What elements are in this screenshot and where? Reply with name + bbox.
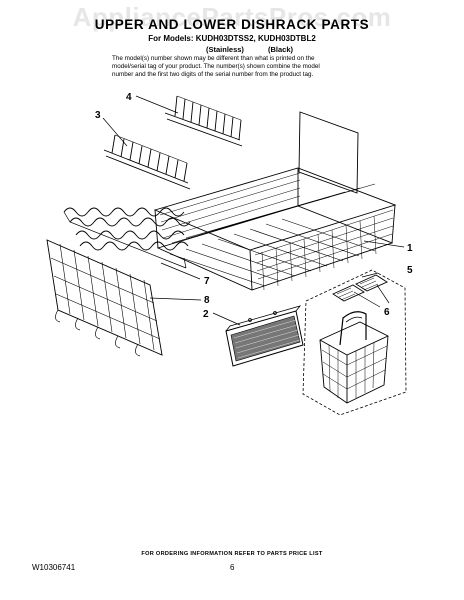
upper-tine-row <box>164 95 243 147</box>
upper-tine-row <box>103 134 191 190</box>
basket-lid <box>332 284 365 302</box>
watermark-logo: AppliancePartsPros.com <box>72 2 392 32</box>
variant-stainless: (Stainless) <box>206 45 244 54</box>
cover-panel <box>225 305 304 367</box>
callout-4: 4 <box>126 92 132 103</box>
callout-8: 8 <box>204 295 210 306</box>
model-list: For Models: KUDH03DTSS2, KUDH03DTBL2 <box>148 34 316 43</box>
callout-6: 6 <box>384 307 390 318</box>
upper-rack <box>153 111 397 291</box>
silverware-basket <box>302 269 407 416</box>
basket-lid <box>355 274 388 292</box>
note-line: The model(s) number shown may be differe… <box>112 55 315 62</box>
page-title: UPPER AND LOWER DISHRACK PARTS <box>94 17 370 32</box>
callout-3: 3 <box>95 110 101 121</box>
callout-7: 7 <box>204 276 210 287</box>
document-number: W10306741 <box>32 563 76 572</box>
lower-side-rack <box>46 239 163 357</box>
page-number: 6 <box>230 563 235 572</box>
variant-black: (Black) <box>268 45 294 54</box>
leader-lines <box>102 95 405 326</box>
model-note: The model(s) number shown may be differe… <box>112 55 382 79</box>
callout-5: 5 <box>407 265 413 276</box>
callout-2: 2 <box>203 309 209 320</box>
callout-1: 1 <box>407 243 413 254</box>
note-line: model/serial tag of your product. The nu… <box>112 63 320 70</box>
ordering-note: FOR ORDERING INFORMATION REFER TO PARTS … <box>141 551 323 557</box>
note-line: number and the first two digits of the s… <box>112 71 314 78</box>
lower-tine-row <box>63 207 191 269</box>
